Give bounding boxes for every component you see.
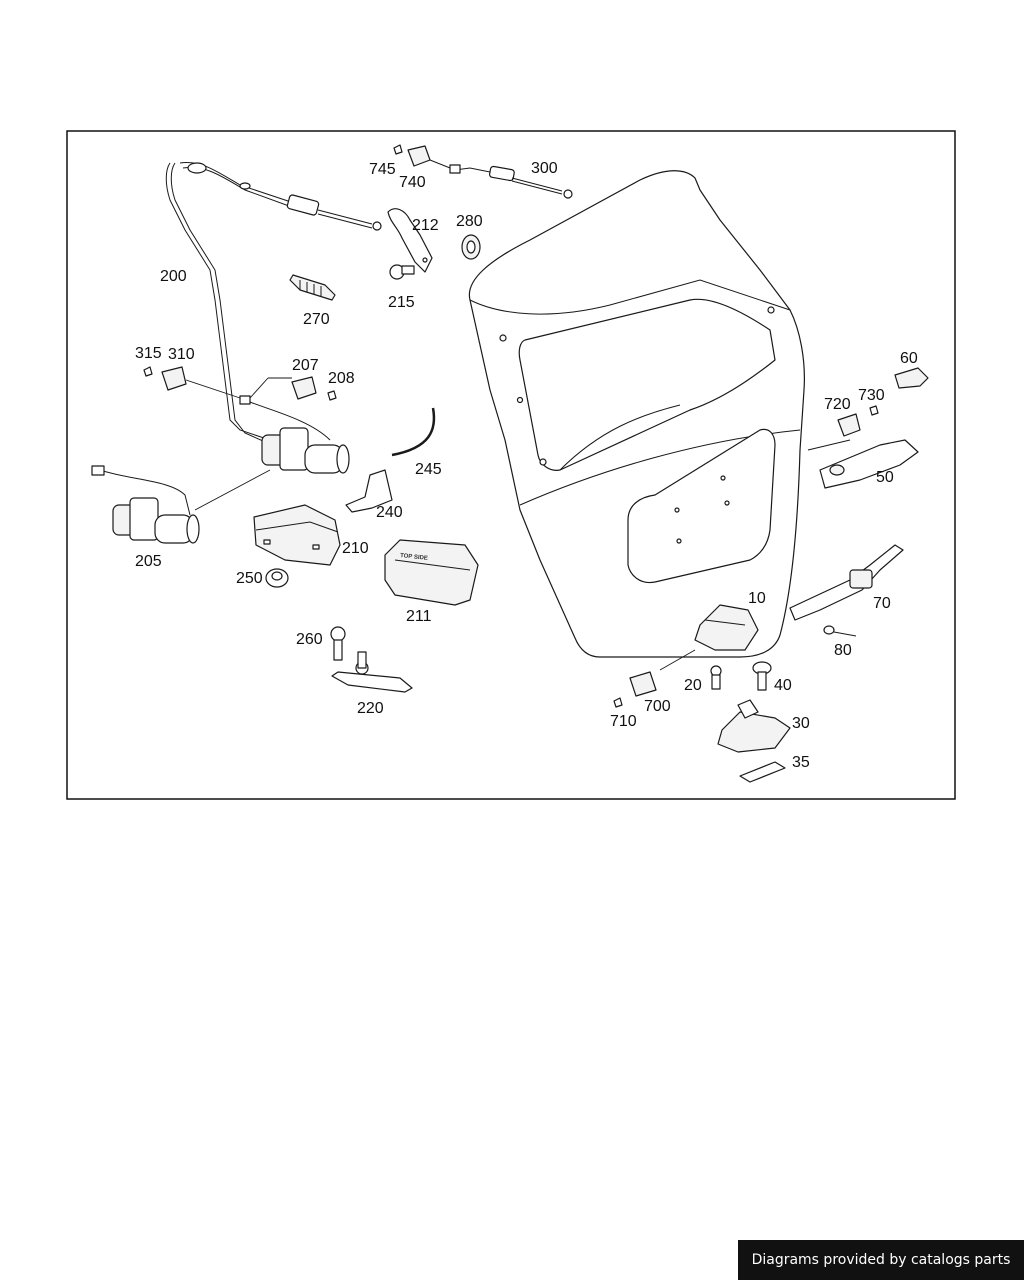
connector-720 — [837, 413, 861, 437]
callout-labels: 10 20 30 35 40 50 60 70 80 200 205 207 2… — [135, 160, 918, 771]
handle-50 — [807, 439, 919, 489]
label-210: 210 — [342, 540, 369, 557]
label-207: 207 — [292, 357, 319, 374]
connector-207 — [291, 376, 317, 400]
label-260: 260 — [296, 631, 323, 648]
foam-block-211: TOP SIDE — [384, 539, 479, 606]
control-unit-210 — [253, 504, 341, 566]
bolt-215 — [389, 264, 415, 280]
connector-740 — [407, 145, 431, 167]
label-280: 280 — [456, 213, 483, 230]
label-720: 720 — [824, 396, 851, 413]
bracket-240 — [345, 469, 393, 513]
motor-205 — [91, 465, 200, 544]
label-270: 270 — [303, 311, 330, 328]
label-730: 730 — [858, 387, 885, 404]
label-50: 50 — [876, 469, 894, 486]
label-745: 745 — [369, 161, 396, 178]
latch-30 — [717, 699, 791, 753]
bracket-212 — [387, 208, 433, 273]
grommet-280 — [461, 234, 481, 260]
plug-250 — [265, 568, 289, 588]
label-200: 200 — [160, 268, 187, 285]
clip-710 — [613, 697, 623, 708]
bolt-260 — [330, 626, 346, 661]
drive-motor — [261, 427, 350, 474]
label-740: 740 — [399, 174, 426, 191]
diagram-frame — [66, 130, 956, 800]
label-315: 315 — [135, 345, 162, 362]
bracket-70 — [789, 544, 904, 621]
striker-plate-220 — [331, 651, 413, 693]
credit-badge: Diagrams provided by catalogs parts — [738, 1240, 1024, 1280]
screw-20 — [710, 665, 722, 690]
label-700: 700 — [644, 698, 671, 715]
label-211: 211 — [406, 608, 432, 625]
label-212: 212 — [412, 217, 439, 234]
label-240: 240 — [376, 504, 403, 521]
label-300: 300 — [531, 160, 558, 177]
pin-40 — [752, 661, 772, 691]
label-40: 40 — [774, 677, 792, 694]
label-215: 215 — [388, 294, 415, 311]
shim-plate-35 — [739, 761, 786, 783]
lock-actuator-10 — [694, 604, 759, 651]
cable-harness-200 — [165, 161, 382, 446]
label-220: 220 — [357, 700, 384, 717]
top-side-marking: TOP SIDE — [400, 553, 428, 562]
label-245: 245 — [415, 461, 442, 478]
label-80: 80 — [834, 642, 852, 659]
clip-745 — [393, 144, 403, 155]
label-70: 70 — [873, 595, 891, 612]
clip-60 — [894, 367, 929, 389]
label-30: 30 — [792, 715, 810, 732]
cable-300 — [429, 159, 573, 199]
label-20: 20 — [684, 677, 702, 694]
connector-310 — [161, 366, 187, 391]
label-710: 710 — [610, 713, 637, 730]
label-208: 208 — [328, 370, 355, 387]
seal-strip-245 — [391, 407, 436, 457]
inline-connector — [239, 395, 251, 405]
credit-text: Diagrams provided by catalogs parts — [751, 1252, 1011, 1268]
clip-730 — [869, 405, 879, 416]
label-250: 250 — [236, 570, 263, 587]
connector-700 — [629, 671, 657, 697]
screw-80 — [823, 625, 857, 637]
tailgate-panel — [468, 170, 805, 658]
label-310: 310 — [168, 346, 195, 363]
label-10: 10 — [748, 590, 766, 607]
label-205: 205 — [135, 553, 162, 570]
connector-block-270 — [289, 274, 336, 301]
clip-208 — [327, 390, 337, 401]
clip-315 — [143, 366, 153, 377]
label-35: 35 — [792, 754, 810, 771]
label-60: 60 — [900, 350, 918, 367]
